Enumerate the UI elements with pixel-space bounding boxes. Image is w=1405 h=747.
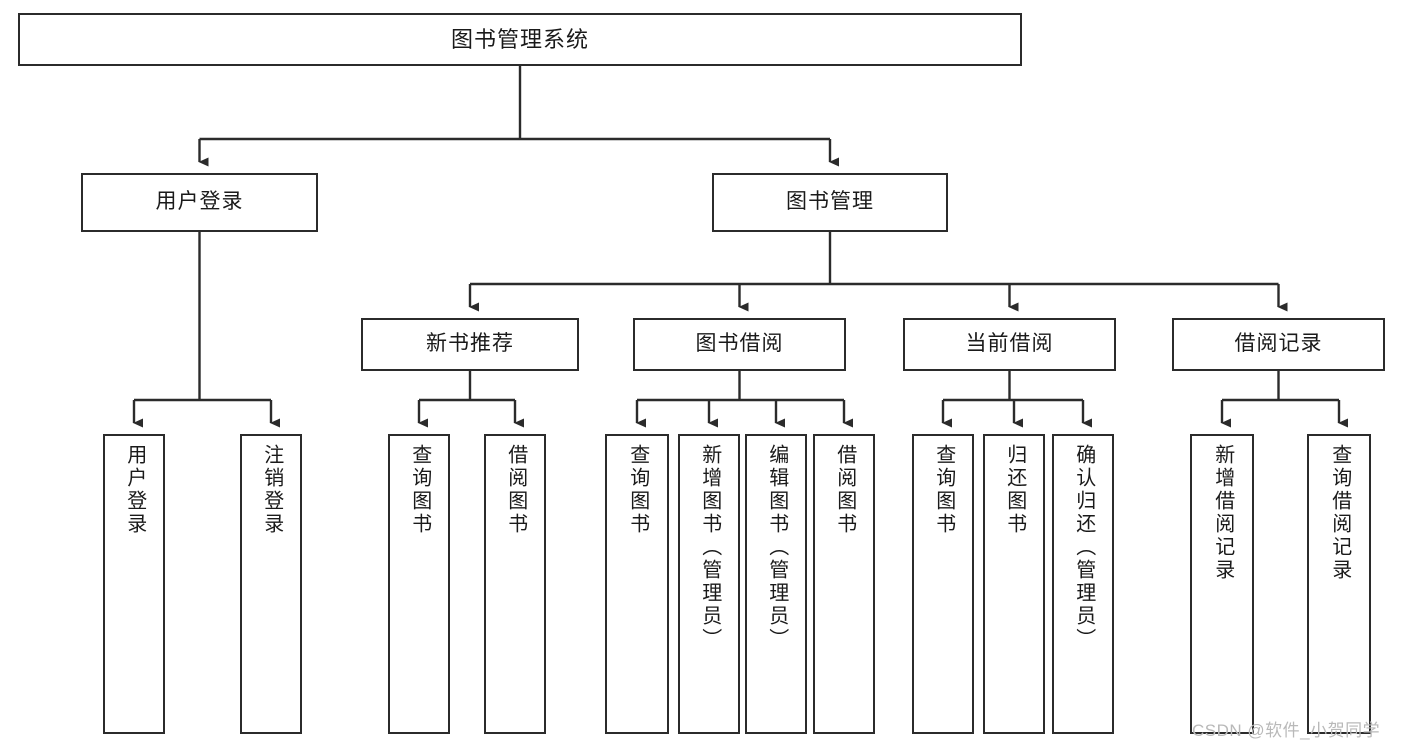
node-leaf-login-1[interactable]: 用户登录	[103, 434, 165, 734]
node-label: 查询图书	[626, 444, 649, 536]
node-leaf-cur-2[interactable]: 归还图书	[983, 434, 1045, 734]
node-leaf-cur-1[interactable]: 查询图书	[912, 434, 974, 734]
node-label: 借阅记录	[1234, 332, 1323, 356]
node-leaf-rec-1[interactable]: 新增借阅记录	[1190, 434, 1254, 734]
node-label: 新增借阅记录	[1211, 444, 1234, 582]
node-records[interactable]: 借阅记录	[1172, 318, 1385, 371]
node-label: 新增图书（管理员）	[698, 444, 721, 651]
node-label: 编辑图书（管理员）	[765, 444, 788, 651]
node-label: 用户登录	[123, 444, 146, 536]
node-leaf-login-2[interactable]: 注销登录	[240, 434, 302, 734]
node-leaf-borrow-3[interactable]: 编辑图书（管理员）	[745, 434, 807, 734]
node-label: 确认归还（管理员）	[1072, 444, 1095, 651]
node-label: 用户登录	[155, 190, 244, 214]
node-root[interactable]: 图书管理系统	[18, 13, 1022, 66]
node-leaf-new-2[interactable]: 借阅图书	[484, 434, 546, 734]
node-leaf-cur-3[interactable]: 确认归还（管理员）	[1052, 434, 1114, 734]
node-label: 借阅图书	[504, 444, 527, 536]
node-label: 注销登录	[260, 444, 283, 536]
node-current[interactable]: 当前借阅	[903, 318, 1116, 371]
node-leaf-new-1[interactable]: 查询图书	[388, 434, 450, 734]
node-label: 查询借阅记录	[1328, 444, 1351, 582]
node-leaf-borrow-1[interactable]: 查询图书	[605, 434, 669, 734]
csdn-watermark: CSDN @软件_小贺同学	[1192, 721, 1381, 740]
node-login[interactable]: 用户登录	[81, 173, 318, 232]
node-label: 图书管理系统	[450, 26, 589, 52]
node-label: 新书推荐	[426, 332, 514, 356]
node-borrow[interactable]: 图书借阅	[633, 318, 846, 371]
node-leaf-borrow-4[interactable]: 借阅图书	[813, 434, 875, 734]
node-label: 查询图书	[932, 444, 955, 536]
node-bookmgmt[interactable]: 图书管理	[712, 173, 948, 232]
node-label: 归还图书	[1003, 444, 1026, 536]
node-newbook[interactable]: 新书推荐	[361, 318, 579, 371]
node-label: 图书管理	[786, 190, 874, 214]
node-label: 查询图书	[408, 444, 431, 536]
node-label: 图书借阅	[695, 332, 784, 356]
node-leaf-borrow-2[interactable]: 新增图书（管理员）	[678, 434, 740, 734]
node-label: 借阅图书	[833, 444, 856, 536]
node-label: 当前借阅	[965, 332, 1054, 356]
node-leaf-rec-2[interactable]: 查询借阅记录	[1307, 434, 1371, 734]
